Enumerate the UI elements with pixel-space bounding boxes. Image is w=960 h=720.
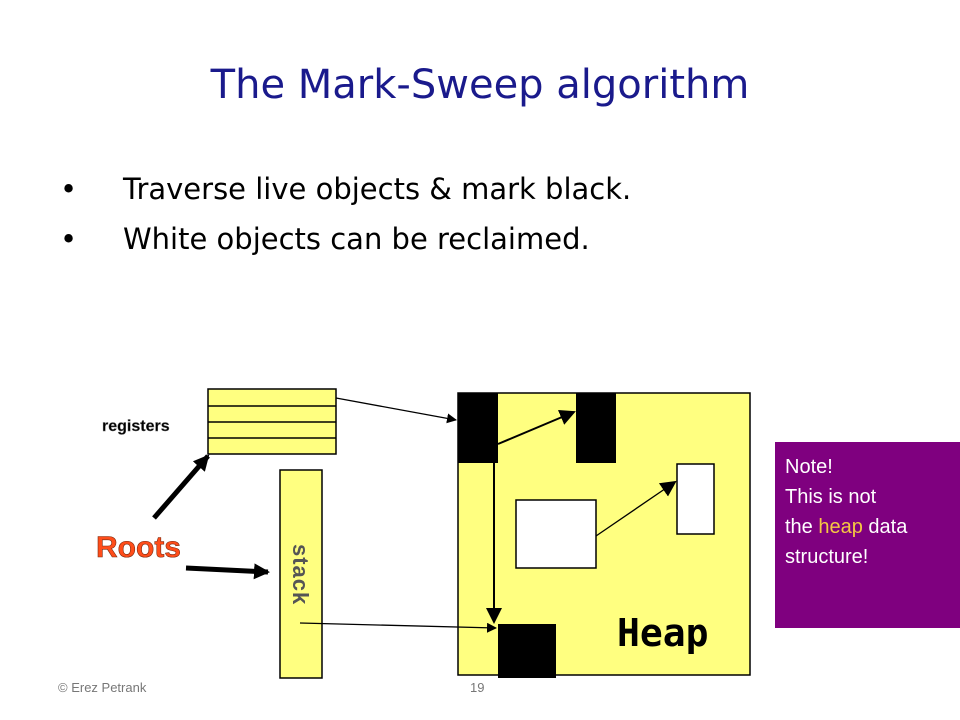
roots-to-registers-arrow: [152, 454, 210, 520]
slide-title: The Mark-Sweep algorithm: [210, 62, 750, 108]
heap-object-white: [515, 499, 597, 569]
footer-copyright: © Erez Petrank: [58, 680, 147, 695]
note-text: data: [862, 516, 908, 538]
roots-to-stack-arrow: [185, 563, 270, 580]
stack-label: stack: [288, 544, 313, 605]
note-line: the heap data: [785, 512, 950, 542]
note-line: structure!: [785, 546, 869, 568]
heap-object-black: [576, 393, 616, 463]
note-line: This is not: [785, 486, 877, 508]
note-highlight-word: heap: [818, 516, 863, 538]
note-line: Note!: [785, 456, 833, 478]
bullet-text: Traverse live objects & mark black.: [123, 172, 632, 206]
note-text: the: [785, 516, 819, 538]
black-to-black-arrow: [497, 410, 576, 445]
bullet-text: White objects can be reclaimed.: [123, 222, 590, 256]
heap-object-black: [458, 393, 498, 463]
bullet-dot-icon: •: [60, 222, 78, 256]
white-to-white-arrow: [595, 480, 677, 537]
stack-block: [279, 469, 323, 679]
heap-object-black: [498, 624, 556, 678]
registers-label: registers: [102, 418, 170, 435]
page-number: 19: [470, 680, 485, 695]
bullet-dot-icon: •: [60, 172, 78, 206]
registers-block: [207, 388, 337, 455]
register-pointer-arrow: [335, 397, 457, 424]
heap-label: Heap: [617, 611, 709, 655]
note-box: Note! This is not the heap data structur…: [775, 442, 960, 628]
stack-pointer-arrow: [299, 622, 497, 633]
roots-label: Roots: [96, 531, 181, 564]
heap-object-white: [676, 463, 715, 535]
